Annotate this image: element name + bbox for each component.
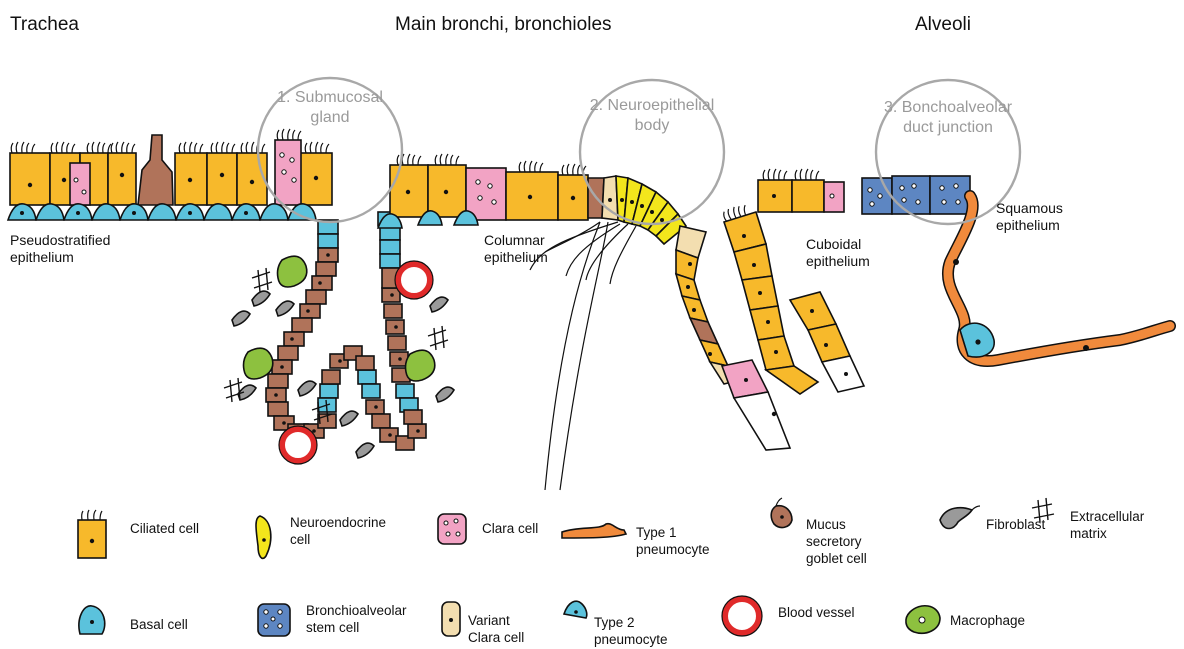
blood-vessel [282,429,314,461]
legend-clara-cell: Clara cell [482,520,538,537]
trachea-goblet-cell [138,135,173,205]
macrophage-icon [906,606,940,633]
legend-macrophage: Macrophage [950,612,1025,629]
bronchioalveolar-stem-cell-icon [258,604,290,636]
type-1-pneumocyte-icon [562,524,626,538]
clara-cell-icon [438,514,466,544]
basal-cell-icon [79,606,105,634]
macrophage [406,350,435,381]
legend-ciliated-cell: Ciliated cell [130,520,199,537]
columnar-epithelium [378,154,588,228]
bronchioalveolar-stem-cells [862,176,970,214]
type-2-pneumocyte-icon [564,601,587,618]
macrophage [278,256,307,287]
legend-basal-cell: Basal cell [130,616,188,633]
region-trachea: Trachea [10,14,79,36]
trachea-basal-cells [8,204,316,220]
blood-vessel-icon [722,596,762,636]
region-bronchi-bronchioles: Main bronchi, bronchioles [395,14,612,36]
neuroendocrine-cell-icon [256,516,271,558]
legend-fibroblast: Fibroblast [986,516,1045,533]
cuboidal-epithelium [722,169,864,394]
ciliated-cell-icon [78,510,106,558]
trachea-clara-cell [70,163,90,205]
legend-icons [78,498,1054,636]
fibroblast-icon [940,506,980,529]
mucus-secretory-goblet-cell-icon [771,498,792,527]
trachea-clara-cell [275,140,301,205]
region-alveoli: Alveoli [915,14,971,36]
variant-clara-cell-icon [442,602,460,636]
legend-blood-vessel: Blood vessel [778,604,855,621]
blood-vessel [398,264,430,296]
